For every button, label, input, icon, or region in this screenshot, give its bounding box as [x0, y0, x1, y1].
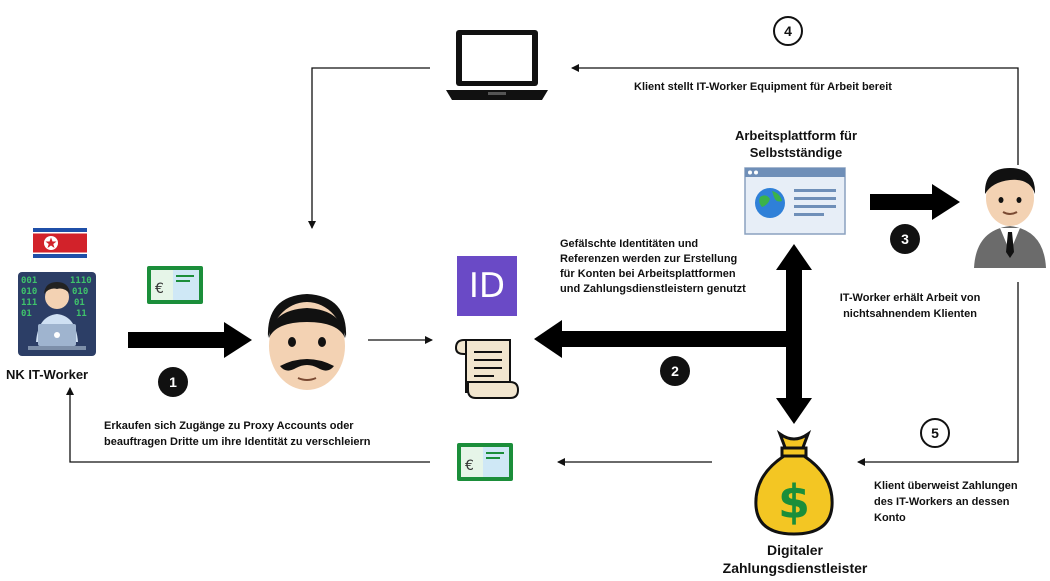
banknote-icon-return: €: [456, 442, 514, 482]
step5-description: Klient überweist Zahlungen des IT-Worker…: [874, 480, 1018, 524]
svg-text:01: 01: [74, 298, 85, 308]
businessman-icon: [970, 160, 1050, 270]
svg-text:001: 001: [21, 276, 37, 286]
svg-text:010: 010: [72, 287, 88, 297]
step4-description: Klient stellt IT-Worker Equipment für Ar…: [634, 81, 892, 93]
thick-arrow-platform-payment: [776, 244, 812, 424]
north-korea-flag-icon: [33, 228, 87, 258]
svg-text:$: $: [778, 475, 810, 529]
banknote-icon: €: [146, 265, 204, 305]
platform-title: Arbeitsplattform für Selbstständige: [734, 128, 858, 160]
step-badge-3: 3: [890, 224, 920, 254]
laptop-to-proxy-line: [308, 67, 430, 229]
thick-arrow-step2: [534, 320, 788, 358]
money-to-worker-line: [66, 387, 430, 463]
step2-description: Gefälschte Identitäten und Referenzen we…: [560, 238, 746, 295]
svg-text:01: 01: [21, 309, 32, 319]
svg-text:€: €: [465, 458, 474, 474]
nk-worker-label: NK IT-Worker: [6, 367, 89, 382]
step-badge-4: 4: [773, 16, 803, 46]
client-to-laptop-line: [571, 64, 1019, 165]
svg-text:11: 11: [76, 309, 87, 319]
svg-text:1110: 1110: [70, 276, 92, 286]
step1-description: Erkaufen sich Zugänge zu Proxy Accounts …: [104, 420, 371, 448]
laptop-icon: [444, 26, 550, 104]
svg-text:111: 111: [21, 298, 37, 308]
svg-text:€: €: [155, 281, 164, 297]
mustache-man-icon: [258, 288, 356, 392]
scroll-icon: [454, 334, 520, 402]
step3-description: IT-Worker erhält Arbeit von nichtsahnend…: [839, 292, 981, 320]
svg-text:010: 010: [21, 287, 37, 297]
payment-provider-title: Digitaler Zahlungsdienstleister: [722, 542, 868, 576]
id-badge-icon: ID: [457, 256, 517, 316]
step-badge-5: 5: [920, 418, 950, 448]
step-badge-2: 2: [660, 356, 690, 386]
client-to-moneybag-line: [857, 282, 1019, 466]
money-bag-icon: $: [750, 429, 838, 538]
thick-arrow-step1: [128, 322, 252, 358]
step-badge-1: 1: [158, 367, 188, 397]
web-browser-icon: [744, 167, 846, 235]
thick-arrow-step3: [870, 184, 960, 220]
